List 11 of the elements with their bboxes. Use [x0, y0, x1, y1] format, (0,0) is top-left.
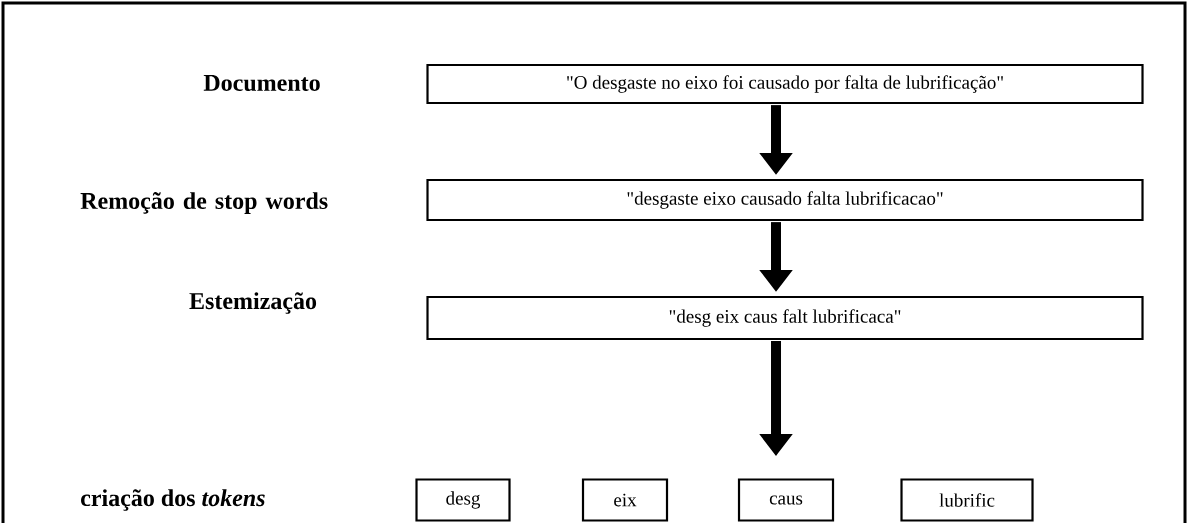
token-box: eix — [581, 478, 669, 522]
token-box: desg — [415, 478, 511, 522]
step-label: criação dos tokens — [81, 489, 265, 511]
step-label: Remoção de stop words — [80, 192, 328, 214]
step-label: Documento — [203, 75, 320, 91]
text-box: "desgaste eixo causado falta lubrificacao" — [426, 178, 1144, 222]
token-box: lubrific — [900, 478, 1034, 522]
text-box: "desg eix caus falt lubrificaca" — [426, 295, 1144, 341]
token-box: caus — [737, 478, 835, 522]
step-label: Estemização — [189, 292, 317, 314]
text-box: "O desgaste no eixo foi causado por falta de lubrificação" — [426, 63, 1144, 105]
